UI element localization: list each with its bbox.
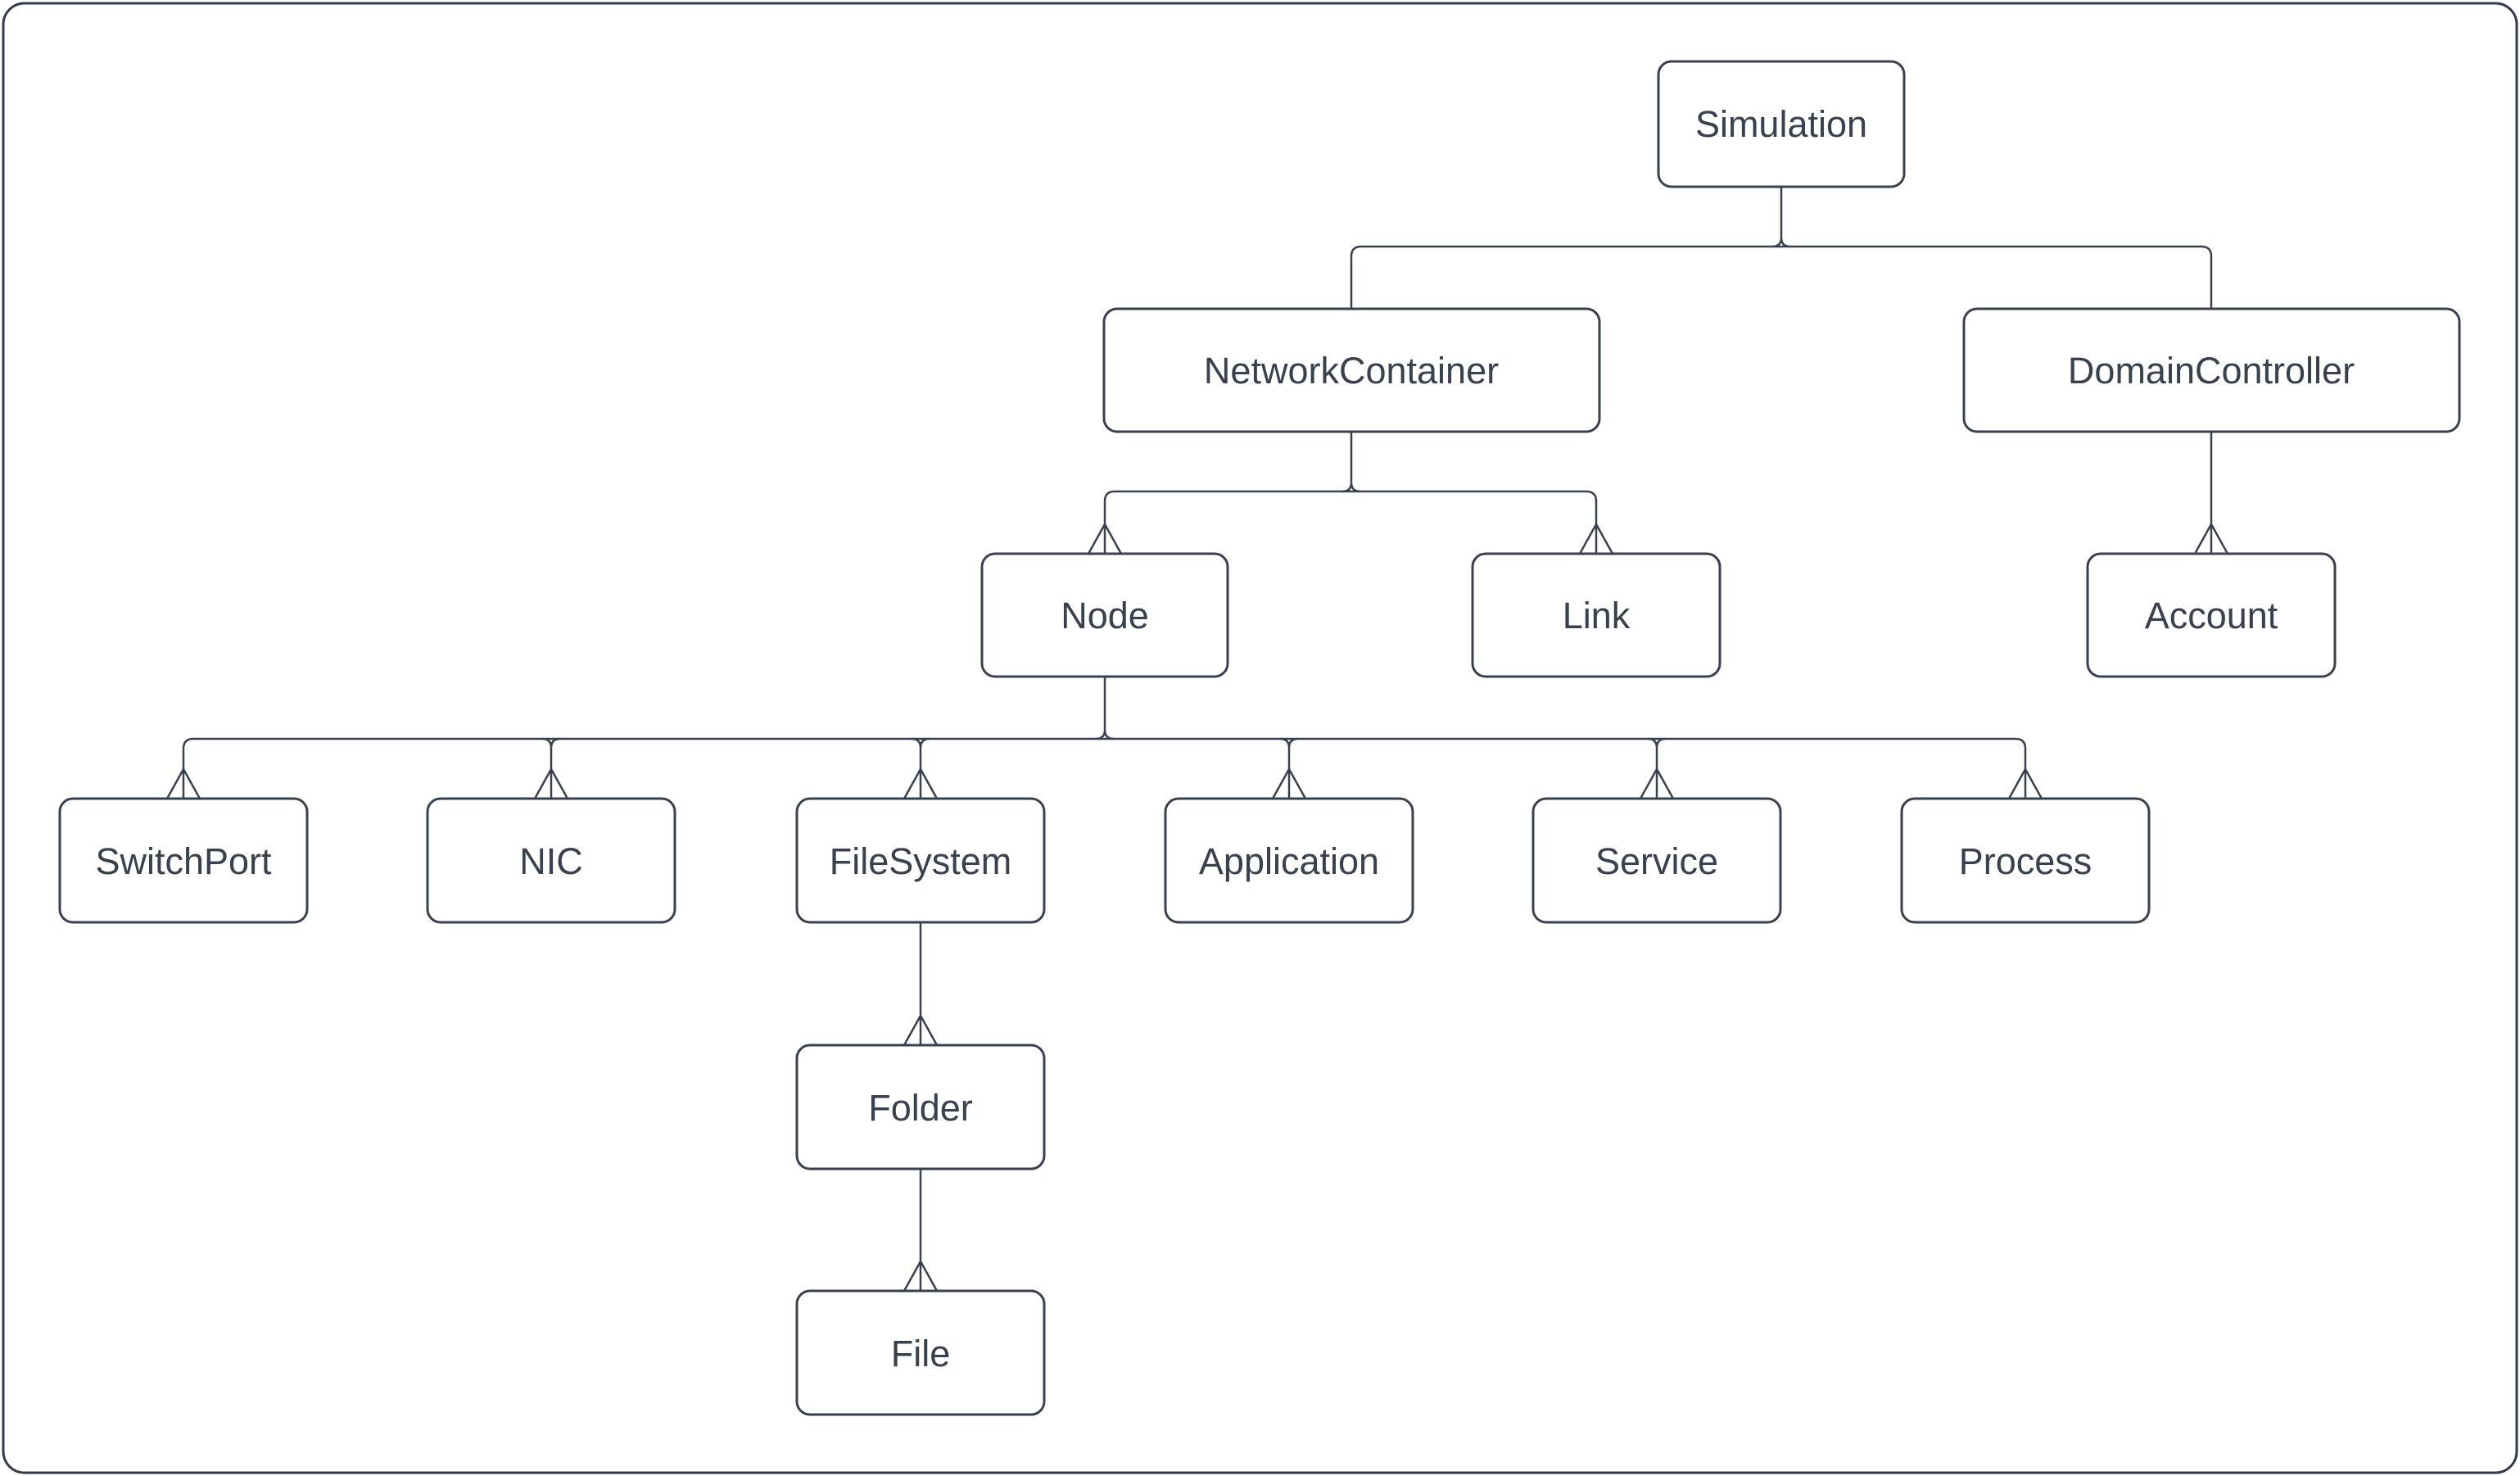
inheritance-arrow-icon-link [1578,522,1614,555]
inheritance-arrow-icon-switchport [165,767,201,799]
tree-node-label: SwitchPort [95,840,272,882]
tree-node-box[interactable] [795,797,1046,924]
tree-node-label: Process [1959,840,2092,882]
tree-node-box[interactable] [1900,797,2151,924]
edge-drop-nic [541,737,561,799]
tree-node-label: NIC [519,840,583,882]
tree-node-networkcontainer[interactable]: NetworkContainer [1102,307,1601,433]
tree-node-label: Account [2145,595,2278,636]
inheritance-arrow-icon-folder [903,1013,939,1046]
tree-node-box[interactable] [2086,552,2337,678]
tree-node-box[interactable] [1471,552,1721,678]
tree-node-label: DomainController [2068,350,2355,392]
edge-drop-service [1647,737,1667,799]
tree-node-switchport[interactable]: SwitchPort [58,797,309,924]
tree-node-link[interactable]: Link [1471,552,1721,678]
tree-node-simulation[interactable]: Simulation [1657,60,1906,188]
tree-node-label: FileSystem [830,840,1012,882]
inheritance-arrow-icon-file [903,1259,939,1292]
tree-node-domaincontroller[interactable]: DomainController [1962,307,2461,433]
tree-node-label: Link [1563,595,1631,636]
tree-node-label: Application [1199,840,1379,882]
inheritance-arrow-icon-account [2193,522,2229,555]
tree-node-filesystem[interactable]: FileSystem [795,797,1046,924]
tree-node-label: Folder [868,1087,973,1129]
tree-node-box[interactable] [1102,307,1601,433]
tree-node-box[interactable] [426,797,676,924]
tree-node-box[interactable] [1164,797,1414,924]
edge-drop-application [1279,737,1299,799]
tree-node-folder[interactable]: Folder [795,1044,1046,1170]
tree-node-box[interactable] [1657,60,1906,188]
edge-networkcontainer-drop [1341,432,1361,493]
edge-simulation-bus [1350,245,2213,309]
tree-node-account[interactable]: Account [2086,552,2337,678]
inheritance-arrow-icon-application [1271,767,1307,799]
tree-node-process[interactable]: Process [1900,797,2151,924]
edge-simulation-drop [1771,187,1791,248]
edge-networkcontainer-bus [1103,490,1598,554]
edge-node-bus [182,737,2027,799]
tree-node-box[interactable] [795,1289,1046,1416]
tree-node-label: Service [1595,840,1718,882]
edge-drop-filesystem [911,737,930,799]
tree-node-box[interactable] [58,797,309,924]
tree-node-label: NetworkContainer [1204,350,1499,392]
tree-node-label: Simulation [1695,103,1867,145]
tree-node-label: Node [1061,595,1149,636]
tree-node-box[interactable] [795,1044,1046,1170]
tree-node-box[interactable] [1962,307,2461,433]
tree-node-label: File [891,1333,951,1374]
inheritance-arrow-icon-nic [533,767,569,799]
inheritance-arrow-icon-filesystem [903,767,939,799]
inheritance-arrow-icon-service [1639,767,1675,799]
tree-node-nic[interactable]: NIC [426,797,676,924]
tree-node-file[interactable]: File [795,1289,1046,1416]
tree-node-box[interactable] [1531,797,1782,924]
tree-node-node[interactable]: Node [980,552,1229,678]
inheritance-arrow-icon-node [1087,522,1123,555]
tree-node-service[interactable]: Service [1531,797,1782,924]
inheritance-arrow-icon-process [2007,767,2043,799]
tree-node-box[interactable] [980,552,1229,678]
tree-node-application[interactable]: Application [1164,797,1414,924]
edge-node-drop [1095,677,1115,740]
